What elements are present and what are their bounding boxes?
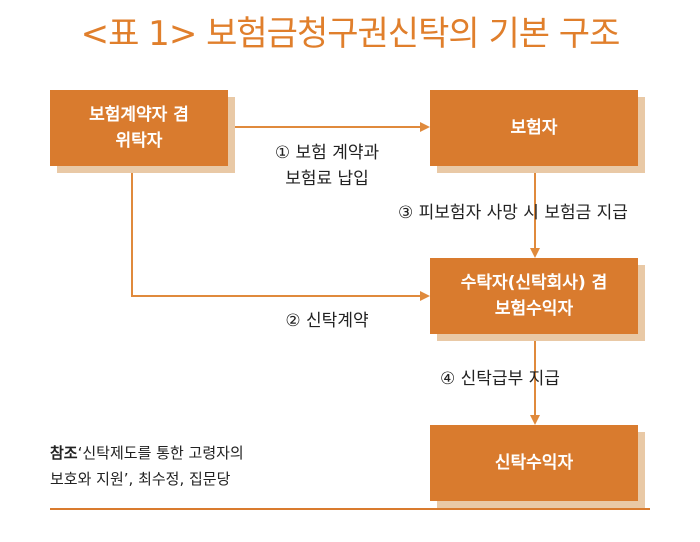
step1-label: ① 보험 계약과 보험료 납입 bbox=[274, 143, 380, 189]
step4-label: ④ 신탁급부 지급 bbox=[440, 369, 560, 389]
beneficiary-box: 신탁수익자 bbox=[430, 425, 638, 501]
bottom-rule bbox=[50, 508, 650, 510]
reference-key: 참조 bbox=[50, 444, 78, 462]
step2-label: ② 신탁계약 bbox=[285, 311, 369, 331]
page-title: <표 1> 보험금청구권신탁의 기본 구조 bbox=[80, 14, 621, 54]
reference-line2: 보호와 지원’, 최수정, 집문당 bbox=[50, 470, 231, 488]
reference-line1: ‘신탁제도를 통한 고령자의 bbox=[77, 444, 244, 462]
step3-label: ③ 피보험자 사망 시 보험금 지급 bbox=[398, 203, 628, 223]
settlor-box: 보험계약자 겸 위탁자 bbox=[50, 90, 228, 166]
trustee-box: 수탁자(신탁회사) 겸 보험수익자 bbox=[430, 258, 638, 334]
insurer-box: 보험자 bbox=[430, 90, 638, 166]
reference-note: 참조‘신탁제도를 통한 고령자의 보호와 지원’, 최수정, 집문당 bbox=[50, 440, 350, 492]
arrow-trust-contract bbox=[131, 168, 430, 301]
